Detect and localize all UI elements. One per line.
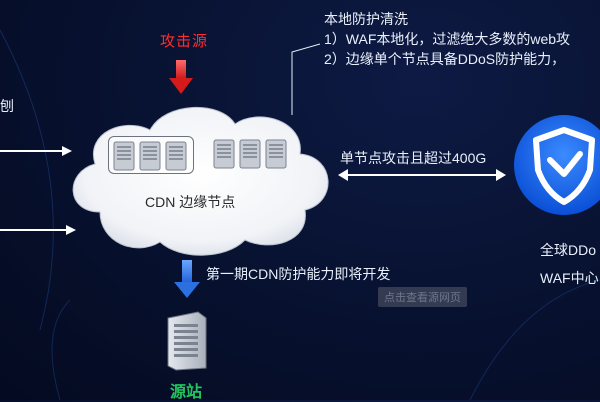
server-icon <box>113 141 135 171</box>
exceed-threshold-label: 单节点攻击且超过400G <box>340 150 487 166</box>
cdn-cloud <box>72 106 329 256</box>
attack-source-label: 攻击源 <box>160 33 209 50</box>
local-protection-item-2: 2）边缘单个节点具备DDoS防护能力， <box>324 51 566 67</box>
server-icon-group-left <box>113 141 187 171</box>
origin-server-label: 源站 <box>170 384 203 401</box>
incoming-arrows <box>0 146 76 235</box>
local-protection-note: 本地防护清洗 1）WAF本地化，过滤绝大多数的web攻 2）边缘单个节点具备DD… <box>324 10 600 68</box>
server-icon <box>265 139 287 169</box>
incoming-arrow-top <box>0 146 72 156</box>
server-icon <box>139 141 161 171</box>
incoming-arrow-bottom <box>0 225 76 235</box>
waf-center-label: WAF中心 <box>540 270 599 286</box>
global-ddos-label: 全球DDo <box>540 242 597 258</box>
shield-icon <box>514 115 600 215</box>
double-arrow-icon <box>338 169 506 181</box>
view-source-link[interactable]: 点击查看源网页 <box>378 287 467 307</box>
server-icon <box>213 139 235 169</box>
cdn-edge-node-label: CDN 边缘节点 <box>145 194 236 210</box>
server-icon <box>239 139 261 169</box>
arrow-down-icon <box>174 260 200 298</box>
arrow-down-icon <box>169 60 193 94</box>
callout-line <box>291 43 321 115</box>
server-icon <box>167 311 207 371</box>
local-protection-item-1: 1）WAF本地化，过滤绝大多数的web攻 <box>324 31 571 47</box>
phase-one-label: 第一期CDN防护能力即将开发 <box>206 266 391 282</box>
left-fragment-text: 刨 <box>0 98 14 114</box>
server-icon-group-right <box>213 139 287 169</box>
local-protection-title: 本地防护清洗 <box>324 11 408 27</box>
server-icon <box>165 141 187 171</box>
